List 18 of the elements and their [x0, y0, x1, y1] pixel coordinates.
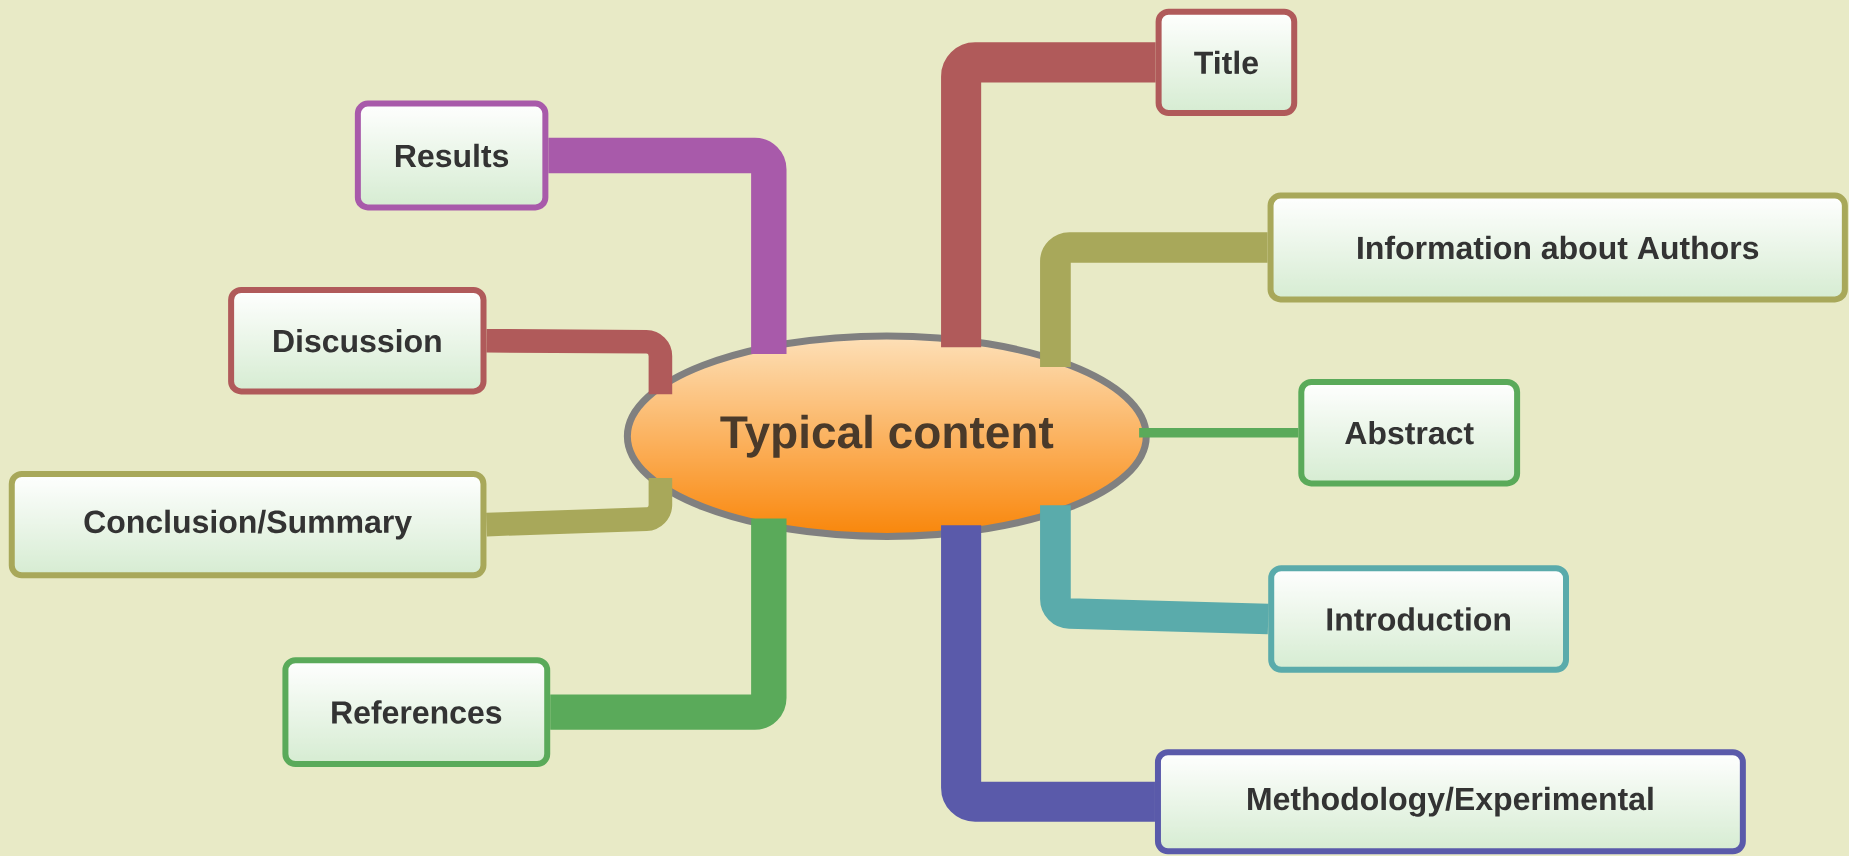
connector — [941, 42, 1156, 348]
connector — [941, 525, 1155, 822]
connector — [486, 478, 673, 537]
connector — [1040, 505, 1269, 635]
connector — [550, 518, 787, 730]
connector — [1139, 428, 1299, 438]
connector — [548, 137, 787, 354]
connector — [486, 328, 673, 395]
connector — [1040, 232, 1268, 368]
topic-box: Results — [354, 100, 549, 211]
topic-box: Conclusion/Summary — [8, 470, 487, 579]
topic-box: Methodology/Experimental — [1154, 749, 1746, 855]
topic-box: Abstract — [1298, 379, 1521, 487]
topic-box: Title — [1155, 8, 1298, 117]
topic-box: Introduction — [1268, 565, 1569, 673]
topic-box: Information about Authors — [1267, 192, 1848, 303]
topic-box: References — [282, 657, 551, 767]
topic-box: Discussion — [228, 287, 487, 395]
